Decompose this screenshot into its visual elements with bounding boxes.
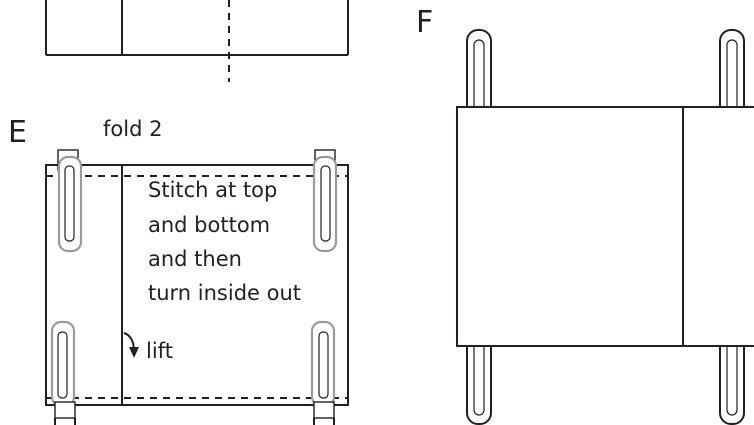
panel-e-label: E [8,115,27,150]
instruction-line-1: Stitch at top [148,178,277,202]
rod-bottom-left [50,320,76,425]
rod-top-left [57,149,83,253]
fold-2-note: fold 2 [103,117,162,141]
lift-arrow-icon [123,332,139,358]
rod-bottom-right [310,320,336,425]
instruction-line-2: and bottom [148,213,270,237]
panel-top-partial [45,0,349,82]
panel-f-label: F [416,5,433,40]
stitch-instruction: Stitch at top and bottom and then turn i… [148,178,301,305]
instruction-line-3: and then [148,247,242,271]
panel-f: F [416,5,754,425]
instruction-line-4: turn inside out [148,281,301,305]
lift-note: lift [146,339,173,363]
panel-e: E fold 2 [8,115,349,425]
fabric-tube [456,106,754,347]
rod-top-right [312,149,338,253]
fabric-rectangle [45,164,349,406]
